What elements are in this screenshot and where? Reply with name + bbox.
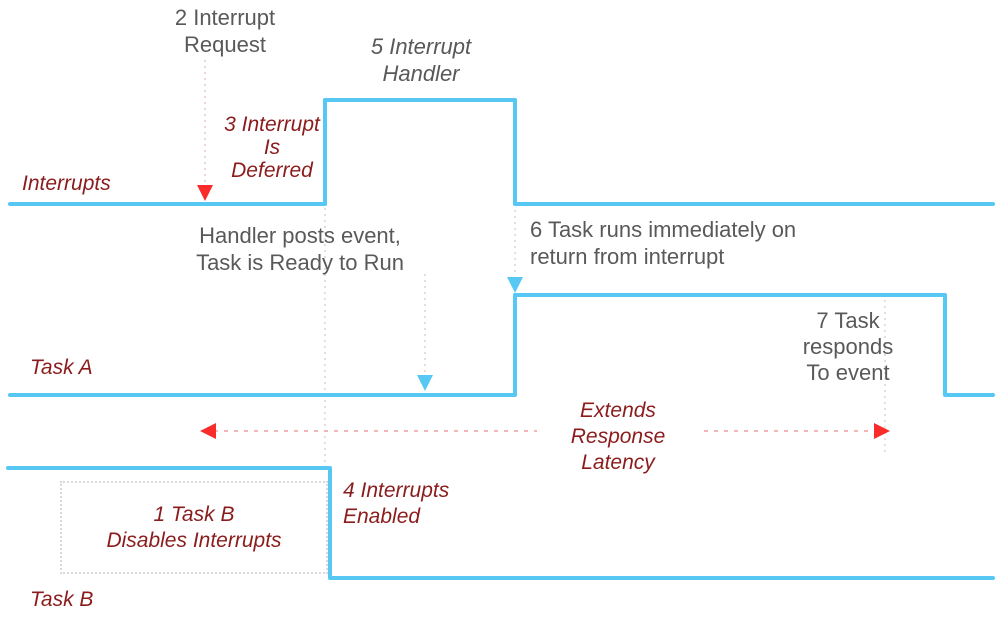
latency-right-arrowhead-icon [874, 423, 890, 439]
annotation-interrupt-deferred: 3 Interrupt Is Deferred [224, 113, 320, 182]
annotation-taskb-disables-interrupts: 1 Task B Disables Interrupts [106, 502, 282, 552]
timeline-label-task-a: Task A [30, 356, 93, 379]
timeline-label-interrupts: Interrupts [22, 172, 111, 195]
annotation-interrupts-enabled: 4 Interrupts Enabled [343, 479, 450, 528]
annotation-extends-response-latency: Extends Response Latency [537, 398, 699, 476]
task-b-signal-line [6, 466, 995, 580]
task-run-arrow-icon [507, 277, 523, 293]
annotation-handler-posts-event: Handler posts event, Task is Ready to Ru… [196, 223, 404, 275]
annotation-task-responds: 7 Task responds To event [802, 308, 894, 385]
interrupts-signal-line [8, 98, 995, 206]
task-a-signal-line [8, 293, 995, 397]
annotation-interrupt-request: 2 Interrupt Request [174, 5, 276, 57]
latency-left-arrowhead-icon [200, 423, 216, 439]
annotation-interrupt-handler: 5 Interrupt Handler [370, 34, 472, 86]
timeline-label-task-b: Task B [30, 588, 94, 611]
taskb-disables-box: 1 Task B Disables Interrupts [60, 481, 328, 574]
interrupt-request-arrow-icon [197, 185, 213, 201]
task-ready-arrow-icon [417, 375, 433, 391]
annotation-task-runs-immediately: 6 Task runs immediately on return from i… [530, 217, 797, 269]
